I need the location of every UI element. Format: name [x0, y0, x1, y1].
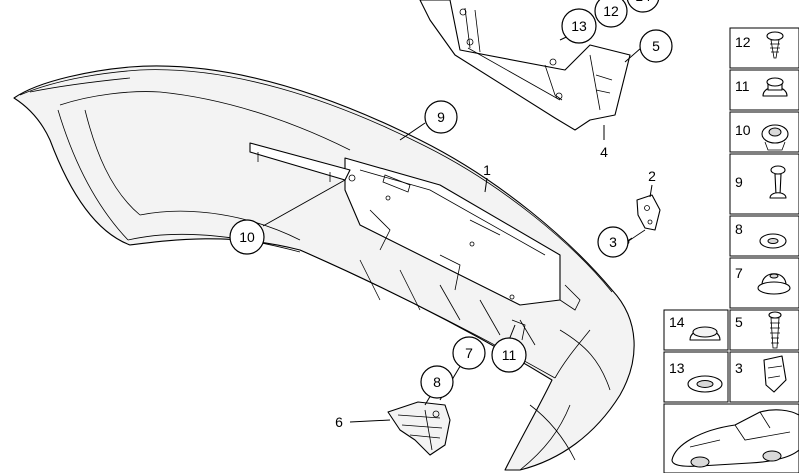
svg-text:13: 13 — [571, 18, 587, 34]
svg-text:13: 13 — [669, 360, 685, 376]
svg-text:7: 7 — [465, 345, 473, 361]
legend-cell-8: 8 — [729, 215, 799, 257]
car-silhouette-icon — [663, 403, 799, 473]
legend-cell-12: 12 — [729, 27, 799, 69]
legend-cell-3: 3 — [729, 351, 799, 403]
legend-cell-10: 10 — [729, 111, 799, 153]
callout-1: 1 — [483, 162, 491, 178]
callout-7: 7 — [452, 336, 486, 370]
bumper-cover-part-1 — [13, 65, 635, 471]
svg-text:12: 12 — [603, 3, 619, 19]
callout-3: 3 — [597, 226, 629, 258]
svg-text:1: 1 — [483, 162, 491, 178]
svg-text:10: 10 — [735, 122, 751, 138]
legend-cell-7: 7 — [729, 257, 799, 309]
callout-9: 9 — [424, 100, 458, 134]
bracket-part-2 — [624, 194, 661, 245]
svg-text:8: 8 — [433, 374, 441, 390]
svg-text:6: 6 — [335, 414, 343, 430]
callout-5: 5 — [639, 29, 673, 63]
bracket-part-6 — [387, 401, 451, 456]
svg-text:11: 11 — [735, 78, 750, 94]
svg-text:11: 11 — [502, 347, 517, 363]
callout-10: 10 — [229, 219, 265, 255]
legend-cell-14: 14 — [663, 309, 729, 351]
legend-cell-11: 11 — [729, 69, 799, 111]
svg-text:5: 5 — [735, 314, 743, 330]
callout-11: 11 — [491, 337, 527, 373]
legend-cell-9: 9 — [729, 153, 799, 215]
svg-text:9: 9 — [437, 109, 445, 125]
svg-text:5: 5 — [652, 38, 660, 54]
callout-6: 6 — [335, 414, 343, 430]
legend-cell-5: 5 — [729, 309, 799, 351]
svg-text:2: 2 — [648, 168, 656, 184]
callout-8: 8 — [420, 365, 454, 399]
svg-text:12: 12 — [735, 34, 751, 50]
svg-text:14: 14 — [669, 314, 685, 330]
callout-14: 14 — [626, 0, 660, 13]
callout-2: 2 — [648, 168, 656, 184]
svg-text:3: 3 — [735, 360, 743, 376]
license-plate-base-part-4 — [419, 0, 631, 131]
svg-text:9: 9 — [735, 174, 743, 190]
svg-text:4: 4 — [600, 144, 608, 160]
svg-text:14: 14 — [635, 0, 651, 4]
svg-text:10: 10 — [239, 229, 255, 245]
callout-4: 4 — [600, 144, 608, 160]
leader-lines — [262, 25, 653, 423]
svg-text:7: 7 — [735, 265, 743, 281]
callout-13: 13 — [561, 8, 597, 44]
svg-text:3: 3 — [609, 234, 617, 250]
legend-cell-13: 13 — [663, 351, 729, 403]
svg-text:8: 8 — [735, 221, 743, 237]
callout-12: 12 — [594, 0, 628, 28]
